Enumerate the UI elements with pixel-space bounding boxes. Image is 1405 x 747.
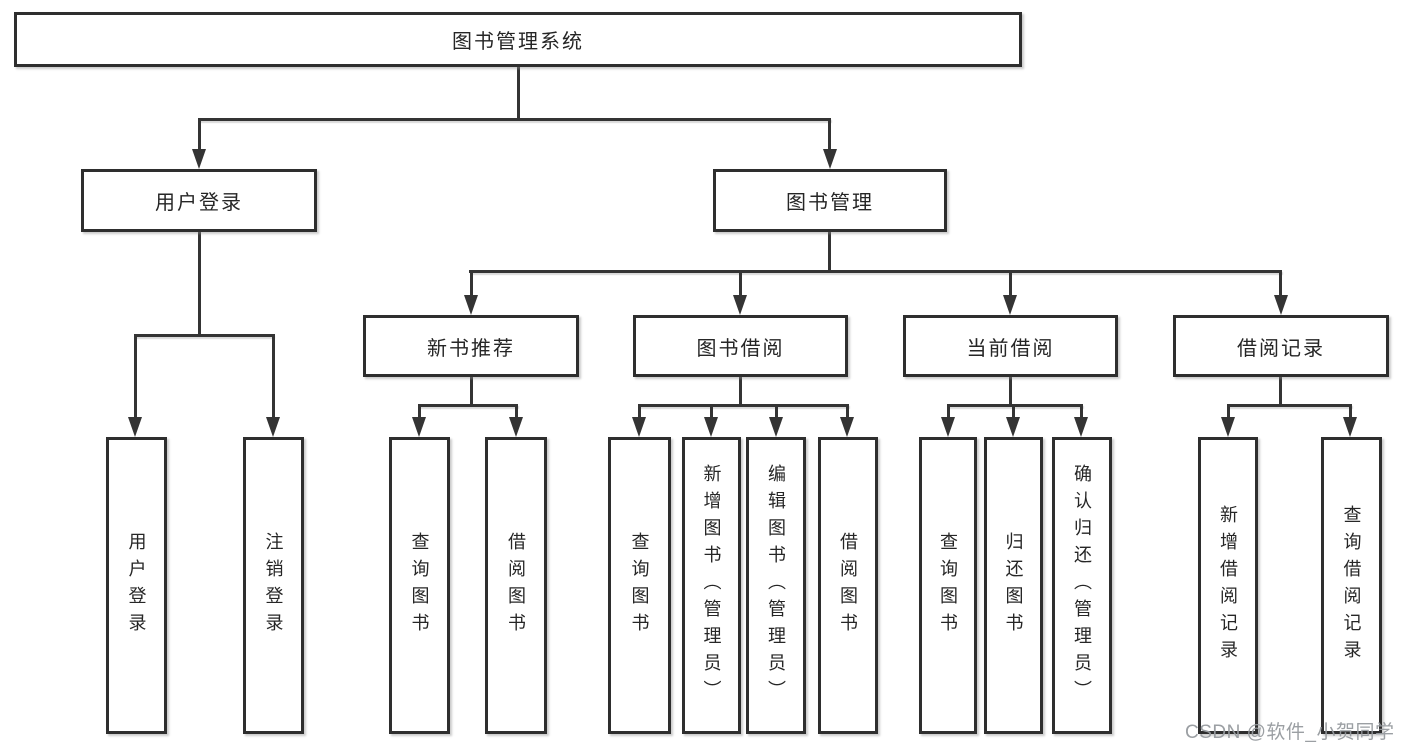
node-root-label: 图书管理系统 <box>452 31 584 53</box>
leaf-bb-borrow-books-label: 借阅图书 <box>838 531 858 640</box>
leaf-bb-add-books-admin-label: 新增图书（管理员） <box>701 464 722 707</box>
leaf-user-login: 用户登录 <box>106 437 167 734</box>
arrow-new-book <box>464 295 478 315</box>
arrow-cb-query <box>941 417 955 437</box>
arrow-current-borrow <box>1003 295 1017 315</box>
connector-root-split <box>198 118 831 121</box>
leaf-bb-query-books-label: 查询图书 <box>629 531 650 640</box>
leaf-nb-query-books-label: 查询图书 <box>409 531 430 640</box>
arrow-nb-query <box>412 417 426 437</box>
node-book-borrow: 图书借阅 <box>633 315 848 377</box>
connector-user-login-stub <box>198 232 201 335</box>
arrow-br-query <box>1343 417 1357 437</box>
connector-drop-bb-edit <box>775 404 778 419</box>
leaf-cb-confirm-return-admin-label: 确认归还（管理员） <box>1072 464 1092 707</box>
leaf-cb-return-books-label: 归还图书 <box>1003 531 1024 640</box>
leaf-br-query-record: 查询借阅记录 <box>1321 437 1382 734</box>
leaf-nb-borrow-books-label: 借阅图书 <box>506 531 526 640</box>
leaf-cb-return-books: 归还图书 <box>984 437 1043 734</box>
node-current-borrow: 当前借阅 <box>903 315 1118 377</box>
arrow-book-management <box>823 149 837 169</box>
arrow-cb-confirm <box>1074 417 1088 437</box>
connector-drop-cb-return <box>1012 404 1015 419</box>
connector-drop-new-book <box>470 270 473 296</box>
arrow-leaf-login <box>128 417 142 437</box>
connector-drop-leaf-logout <box>272 334 275 419</box>
leaf-user-login-label: 用户登录 <box>126 531 147 640</box>
node-new-book-recommend: 新书推荐 <box>363 315 579 377</box>
connector-new-book-stub <box>470 377 473 405</box>
node-current-borrow-label: 当前借阅 <box>966 337 1055 360</box>
arrow-nb-borrow <box>509 417 523 437</box>
leaf-bb-borrow-books: 借阅图书 <box>818 437 878 734</box>
node-user-login: 用户登录 <box>81 169 317 232</box>
leaf-nb-borrow-books: 借阅图书 <box>485 437 547 734</box>
leaf-logout-label: 注销登录 <box>263 531 284 640</box>
leaf-cb-query-books-label: 查询图书 <box>938 531 958 640</box>
connector-borrow-records-stub <box>1279 377 1282 405</box>
leaf-cb-confirm-return-admin: 确认归还（管理员） <box>1052 437 1112 734</box>
connector-drop-cb-query <box>947 404 950 419</box>
leaf-nb-query-books: 查询图书 <box>389 437 450 734</box>
node-book-management-label: 图书管理 <box>786 192 874 214</box>
csdn-watermark: CSDN @软件_小贺同学 <box>1185 722 1395 743</box>
leaf-bb-edit-books-admin-label: 编辑图书（管理员） <box>766 464 786 707</box>
arrow-bb-borrow <box>840 417 854 437</box>
connector-book-management-stub <box>828 232 831 271</box>
connector-new-book-split <box>418 404 518 407</box>
connector-drop-book-borrow <box>739 270 742 296</box>
leaf-logout: 注销登录 <box>243 437 304 734</box>
node-borrow-records-label: 借阅记录 <box>1237 337 1325 360</box>
connector-drop-leaf-login <box>134 334 137 419</box>
connector-borrow-records-split <box>1227 404 1352 407</box>
connector-drop-bb-query <box>638 404 641 419</box>
connector-current-borrow-stub <box>1009 377 1012 405</box>
arrow-bb-edit <box>769 417 783 437</box>
connector-drop-nb-borrow <box>515 404 518 419</box>
connector-user-login-split <box>134 334 274 337</box>
connector-book-borrow-split <box>638 404 849 407</box>
connector-current-borrow-split <box>947 404 1083 407</box>
leaf-br-query-record-label: 查询借阅记录 <box>1341 504 1362 667</box>
connector-drop-bb-borrow <box>846 404 849 419</box>
arrow-leaf-logout <box>266 417 280 437</box>
leaf-bb-edit-books-admin: 编辑图书（管理员） <box>746 437 806 734</box>
leaf-br-add-record-label: 新增借阅记录 <box>1218 504 1238 667</box>
arrow-borrow-records <box>1274 295 1288 315</box>
connector-drop-nb-query <box>418 404 421 419</box>
connector-drop-cb-confirm <box>1080 404 1083 419</box>
arrow-bb-add <box>704 417 718 437</box>
node-book-management: 图书管理 <box>713 169 947 232</box>
connector-root-stub <box>517 67 520 119</box>
node-root: 图书管理系统 <box>14 12 1022 67</box>
node-new-book-recommend-label: 新书推荐 <box>427 337 515 360</box>
connector-book-management-split <box>469 270 1282 273</box>
node-borrow-records: 借阅记录 <box>1173 315 1389 377</box>
connector-drop-br-add <box>1227 404 1230 419</box>
leaf-br-add-record: 新增借阅记录 <box>1198 437 1258 734</box>
arrow-book-borrow <box>733 295 747 315</box>
leaf-cb-query-books: 查询图书 <box>919 437 977 734</box>
arrow-cb-return <box>1006 417 1020 437</box>
connector-drop-current-borrow <box>1009 270 1012 296</box>
node-book-borrow-label: 图书借阅 <box>696 337 785 360</box>
arrow-user-login <box>192 149 206 169</box>
leaf-bb-add-books-admin: 新增图书（管理员） <box>682 437 741 734</box>
connector-drop-br-query <box>1349 404 1352 419</box>
connector-drop-bb-add <box>710 404 713 419</box>
connector-drop-borrow-records <box>1279 270 1282 296</box>
connector-drop-book-management <box>828 118 831 150</box>
node-user-login-label: 用户登录 <box>155 192 243 214</box>
leaf-bb-query-books: 查询图书 <box>608 437 671 734</box>
connector-book-borrow-stub <box>739 377 742 405</box>
arrow-bb-query <box>632 417 646 437</box>
connector-drop-user-login <box>198 118 201 150</box>
arrow-br-add <box>1221 417 1235 437</box>
